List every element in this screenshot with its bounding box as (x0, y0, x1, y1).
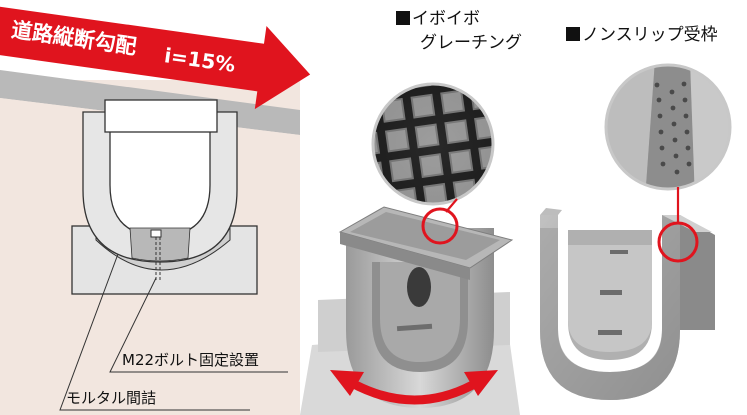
grating-label: イボイボ (396, 8, 480, 30)
grating-label-line2: グレーチング (420, 33, 522, 53)
square-bullet-icon (566, 27, 580, 41)
closeup-frame-border (604, 63, 732, 191)
u-channel-inner (109, 125, 211, 237)
photo-grating-channel (300, 206, 520, 415)
frame-label: ノンスリップ受枠 (566, 24, 718, 46)
rotation-arrow-icon (330, 370, 498, 405)
mortar-label: モルタル間詰 (66, 389, 157, 407)
bolt-head (150, 229, 162, 238)
slope-arrow (0, 5, 311, 110)
photo-nonslip-frame (540, 208, 715, 400)
cross-section-diagram (0, 70, 300, 415)
bolt-label: M22ボルト固定設置 (122, 351, 260, 369)
closeup-grating (373, 84, 493, 204)
closeup-frame (606, 65, 730, 189)
leader-mortar (59, 253, 250, 411)
grating-section (104, 99, 218, 133)
highlight-ring-frame (657, 221, 699, 263)
closeup-grating-border (371, 82, 495, 206)
leader-bolt (109, 277, 288, 373)
highlight-ring-grating (421, 207, 459, 245)
square-bullet-icon (396, 11, 410, 25)
